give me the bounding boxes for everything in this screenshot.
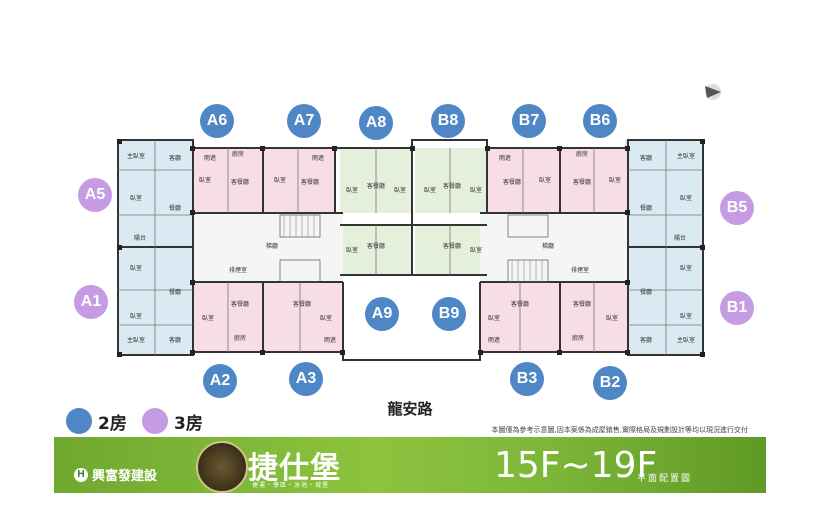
room-label: 餐廳 (640, 204, 652, 212)
room-label: 雨遮 (488, 336, 500, 344)
brand-banner: H 興富發建設 捷仕堡 捷運・學區・泳池・城堡 15F~19F 平面配置圖 (54, 437, 766, 493)
compass-icon (705, 84, 721, 100)
room-label: 臥室 (202, 314, 214, 322)
room-label: 臥室 (539, 176, 551, 184)
room-label: 客餐廳 (367, 242, 385, 250)
room-label: 臥室 (320, 314, 332, 322)
legend-three-room: 3房 (142, 408, 203, 434)
room-label: 廚房 (572, 334, 584, 342)
room-label: 客廳 (169, 154, 181, 162)
room-label: 臥室 (346, 246, 358, 254)
room-label: 臥室 (470, 186, 482, 194)
room-label: 客廳 (640, 336, 652, 344)
room-label: 梯廳 (266, 242, 278, 250)
room-label: 餐廳 (169, 288, 181, 296)
unit-badge-a6: A6 (200, 104, 234, 138)
room-label: 陽台 (674, 234, 686, 242)
room-label: 臥室 (680, 312, 692, 320)
room-label: 客餐廳 (231, 300, 249, 308)
room-label: 臥室 (130, 312, 142, 320)
unit-badge-a2: A2 (203, 364, 237, 398)
room-label: 臥室 (199, 176, 211, 184)
room-label: 梯廳 (542, 242, 554, 250)
room-label: 臥室 (130, 194, 142, 202)
room-label: 客餐廳 (367, 182, 385, 190)
room-label: 臥室 (274, 176, 286, 184)
room-label: 廚房 (234, 334, 246, 342)
room-label: 排煙室 (229, 266, 247, 274)
room-label: 客餐廳 (511, 300, 529, 308)
developer-mark-icon: H (74, 467, 88, 482)
unit-badge-a8: A8 (359, 106, 393, 140)
room-label: 餐廳 (169, 204, 181, 212)
unit-badge-a9: A9 (365, 297, 399, 331)
unit-badge-b9: B9 (432, 297, 466, 331)
room-label: 客餐廳 (573, 178, 591, 186)
road-label: 龍安路 (387, 400, 433, 418)
developer-name: 興富發建設 (92, 469, 158, 484)
unit-badge-a3: A3 (289, 362, 323, 396)
developer-logo: H 興富發建設 (74, 465, 157, 484)
floor-range: 15F~19F (494, 445, 658, 486)
room-label: 客廳 (169, 336, 181, 344)
room-label: 臥室 (680, 264, 692, 272)
room-label: 臥室 (470, 246, 482, 254)
room-label: 客餐廳 (443, 242, 461, 250)
room-label: 廚房 (576, 150, 588, 158)
unit-badge-a5: A5 (78, 178, 112, 212)
room-label: 臥室 (488, 314, 500, 322)
room-label: 排煙室 (571, 266, 589, 274)
room-label: 雨遮 (499, 154, 511, 162)
room-label: 客餐廳 (573, 300, 591, 308)
room-label: 客餐廳 (503, 178, 521, 186)
unit-badge-b5: B5 (720, 191, 754, 225)
room-label: 臥室 (394, 186, 406, 194)
legend-label: 3房 (174, 413, 203, 434)
room-label: 臥室 (606, 314, 618, 322)
legend-two-room: 2房 (66, 408, 127, 434)
room-label: 廚房 (232, 150, 244, 158)
room-label: 臥室 (424, 186, 436, 194)
room-label: 雨遮 (204, 154, 216, 162)
legend-swatch-blue (66, 408, 92, 434)
legend-swatch-purple (142, 408, 168, 434)
room-label: 主臥室 (127, 336, 145, 344)
unit-badge-b3: B3 (510, 362, 544, 396)
room-label: 臥室 (130, 264, 142, 272)
unit-badge-b2: B2 (593, 366, 627, 400)
unit-badge-b1: B1 (720, 291, 754, 325)
room-label: 主臥室 (677, 336, 695, 344)
room-label: 雨遮 (312, 154, 324, 162)
room-label: 餐廳 (640, 288, 652, 296)
room-label: 客餐廳 (301, 178, 319, 186)
room-label: 客餐廳 (443, 182, 461, 190)
brand-tagline: 捷運・學區・泳池・城堡 (252, 482, 330, 489)
brand-emblem-icon (196, 441, 248, 493)
unit-badge-b8: B8 (431, 104, 465, 138)
room-label: 主臥室 (677, 152, 695, 160)
brand-name: 捷仕堡 (248, 451, 341, 486)
room-label: 陽台 (134, 234, 146, 242)
room-label: 臥室 (680, 194, 692, 202)
legend-label: 2房 (98, 413, 127, 434)
room-label: 客廳 (640, 154, 652, 162)
room-label: 主臥室 (127, 152, 145, 160)
unit-badge-b6: B6 (583, 104, 617, 138)
room-label: 臥室 (609, 176, 621, 184)
unit-badge-a1: A1 (74, 285, 108, 319)
unit-badge-a7: A7 (287, 104, 321, 138)
room-label: 客餐廳 (293, 300, 311, 308)
room-label: 客餐廳 (231, 178, 249, 186)
room-label: 臥室 (346, 186, 358, 194)
unit-badge-b7: B7 (512, 104, 546, 138)
room-label: 雨遮 (324, 336, 336, 344)
floor-subtitle: 平面配置圖 (637, 474, 693, 484)
disclaimer-text: 本圖僅為參考示意圖,因本案係為成屋銷售,實際格局及規劃設計等均以現況進行交付 (491, 426, 748, 434)
